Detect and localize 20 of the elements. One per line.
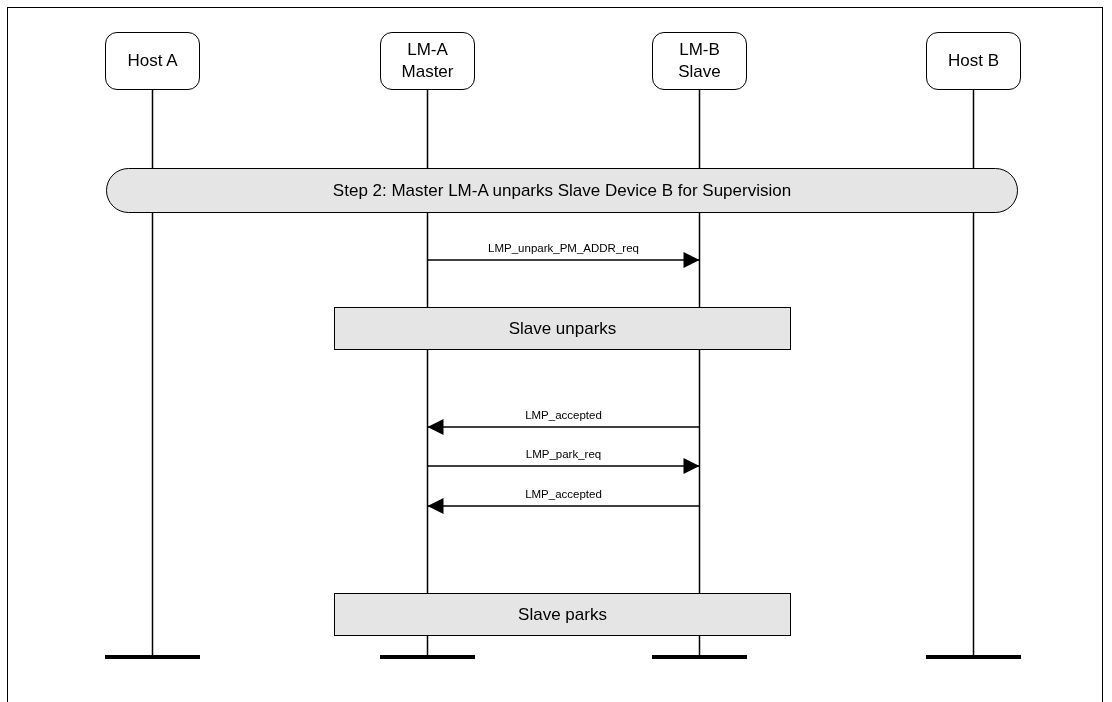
activity-bar [334, 593, 791, 636]
message-arrow [426, 252, 701, 268]
node-label: LM-B Slave [677, 39, 722, 83]
message-label: LMP_accepted [525, 408, 602, 422]
node-label: Slave parks [518, 603, 607, 626]
participant-lifeline [926, 32, 1021, 659]
node-label: Host A [126, 50, 179, 72]
step-banner [106, 168, 1018, 213]
node-label: LM-A Master [400, 39, 455, 83]
node-label: Host B [947, 50, 1000, 72]
message-arrow [426, 419, 701, 435]
node-label: Step 2: Master LM-A unparks Slave Device B for Supervision [332, 179, 792, 202]
activity-bar [334, 307, 791, 350]
message-label: LMP_accepted [525, 487, 602, 501]
participant-lifeline [105, 32, 200, 659]
message-arrow [426, 498, 701, 514]
message-label: LMP_unpark_PM_ADDR_req [488, 241, 639, 255]
message-label: LMP_park_req [525, 447, 602, 461]
node-label: Slave unparks [508, 317, 617, 340]
message-arrow [426, 458, 701, 474]
